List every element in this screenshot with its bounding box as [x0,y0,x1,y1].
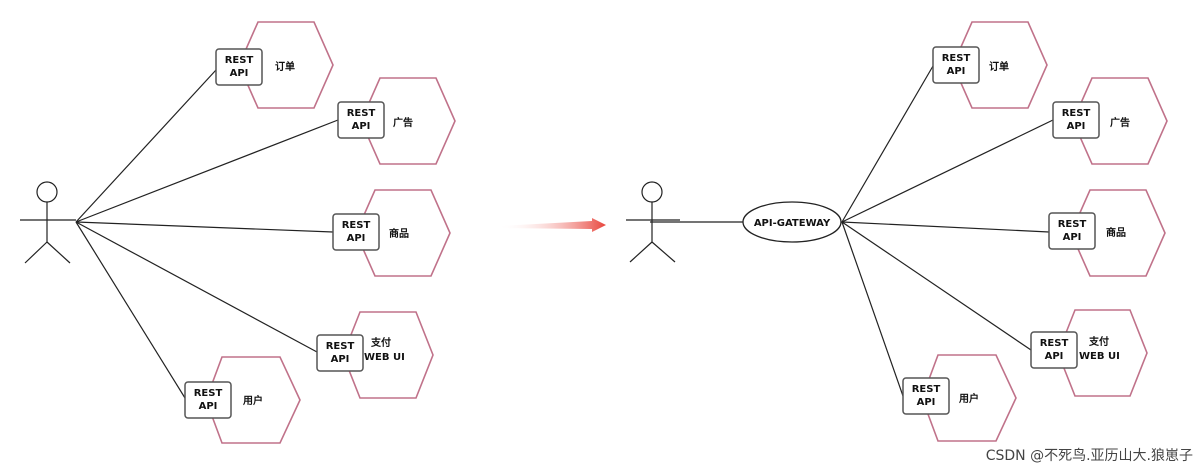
api-label: API [1067,121,1086,132]
client-to-pay-line [75,221,318,353]
rest-label: REST [194,388,223,399]
product-rest-api-box [1048,212,1096,250]
rest-label: REST [1058,219,1087,230]
pay-rest-api-box [1030,331,1078,369]
client-actor-icon [626,181,680,263]
api-label: API [947,66,966,77]
right-diagram: API-GATEWAY REST API 订单 REST API 广告 REST… [626,21,1168,442]
product-label: 商品 [1106,226,1126,239]
order-service: REST API 订单 [932,21,1048,109]
ad-rest-api-box [337,101,385,139]
client-to-ad-line [75,119,339,223]
rest-label: REST [342,220,371,231]
rest-label: REST [347,108,376,119]
product-service: REST API 商品 [332,189,451,277]
client-to-product-line [75,221,334,233]
user-service: REST API 用户 [184,356,301,444]
client-to-order-line [75,69,217,223]
api-label: API [331,354,350,365]
transition-arrow-icon [498,218,606,232]
api-label: API [199,401,218,412]
api-label: API [347,233,366,244]
product-rest-api-box [332,213,380,251]
order-label: 订单 [989,60,1009,73]
gateway-label: API-GATEWAY [754,218,831,229]
gateway-to-pay-line [841,221,1032,351]
order-rest-api-box [215,48,263,86]
ad-label: 广告 [393,116,413,129]
product-label: 商品 [389,227,409,240]
pay-service: REST API 支付 WEB UI [316,311,434,399]
order-label: 订单 [275,60,295,73]
web-ui-label: WEB UI [364,352,405,363]
watermark: CSDN @不死鸟.亚历山大.狼崽子 [986,448,1193,464]
api-gateway: API-GATEWAY [742,201,842,243]
user-service: REST API 用户 [902,354,1017,442]
gateway-to-ad-line [841,119,1054,223]
client-actor-icon [20,181,76,264]
api-label: API [230,68,249,79]
pay-service: REST API 支付 WEB UI [1030,309,1148,397]
gateway-to-product-line [841,221,1050,233]
ad-rest-api-box [1052,101,1100,139]
api-label: API [1063,232,1082,243]
order-rest-api-box [932,46,980,84]
pay-label: 支付 [1088,335,1109,348]
gateway-to-user-line [841,221,904,397]
left-diagram: REST API 订单 REST API 广告 REST API 商品 REST… [20,21,456,444]
web-ui-label: WEB UI [1079,351,1120,362]
rest-label: REST [225,55,254,66]
user-label: 用户 [958,392,979,405]
rest-label: REST [912,384,941,395]
ad-service: REST API 广告 [337,77,456,165]
product-service: REST API 商品 [1048,189,1166,277]
client-to-user-line [75,221,186,399]
gateway-ellipse [742,201,842,243]
pay-label: 支付 [370,336,391,349]
ad-label: 广告 [1110,116,1130,129]
rest-label: REST [326,341,355,352]
user-rest-api-box [184,381,232,419]
api-label: API [1045,351,1064,362]
ad-service: REST API 广告 [1052,77,1168,165]
rest-label: REST [1040,338,1069,349]
rest-label: REST [1062,108,1091,119]
user-label: 用户 [242,394,263,407]
rest-label: REST [942,53,971,64]
user-rest-api-box [902,377,950,415]
gateway-to-order-line [841,65,934,223]
order-service: REST API 订单 [215,21,334,109]
api-label: API [352,121,371,132]
api-label: API [917,397,936,408]
pay-rest-api-box [316,334,364,372]
